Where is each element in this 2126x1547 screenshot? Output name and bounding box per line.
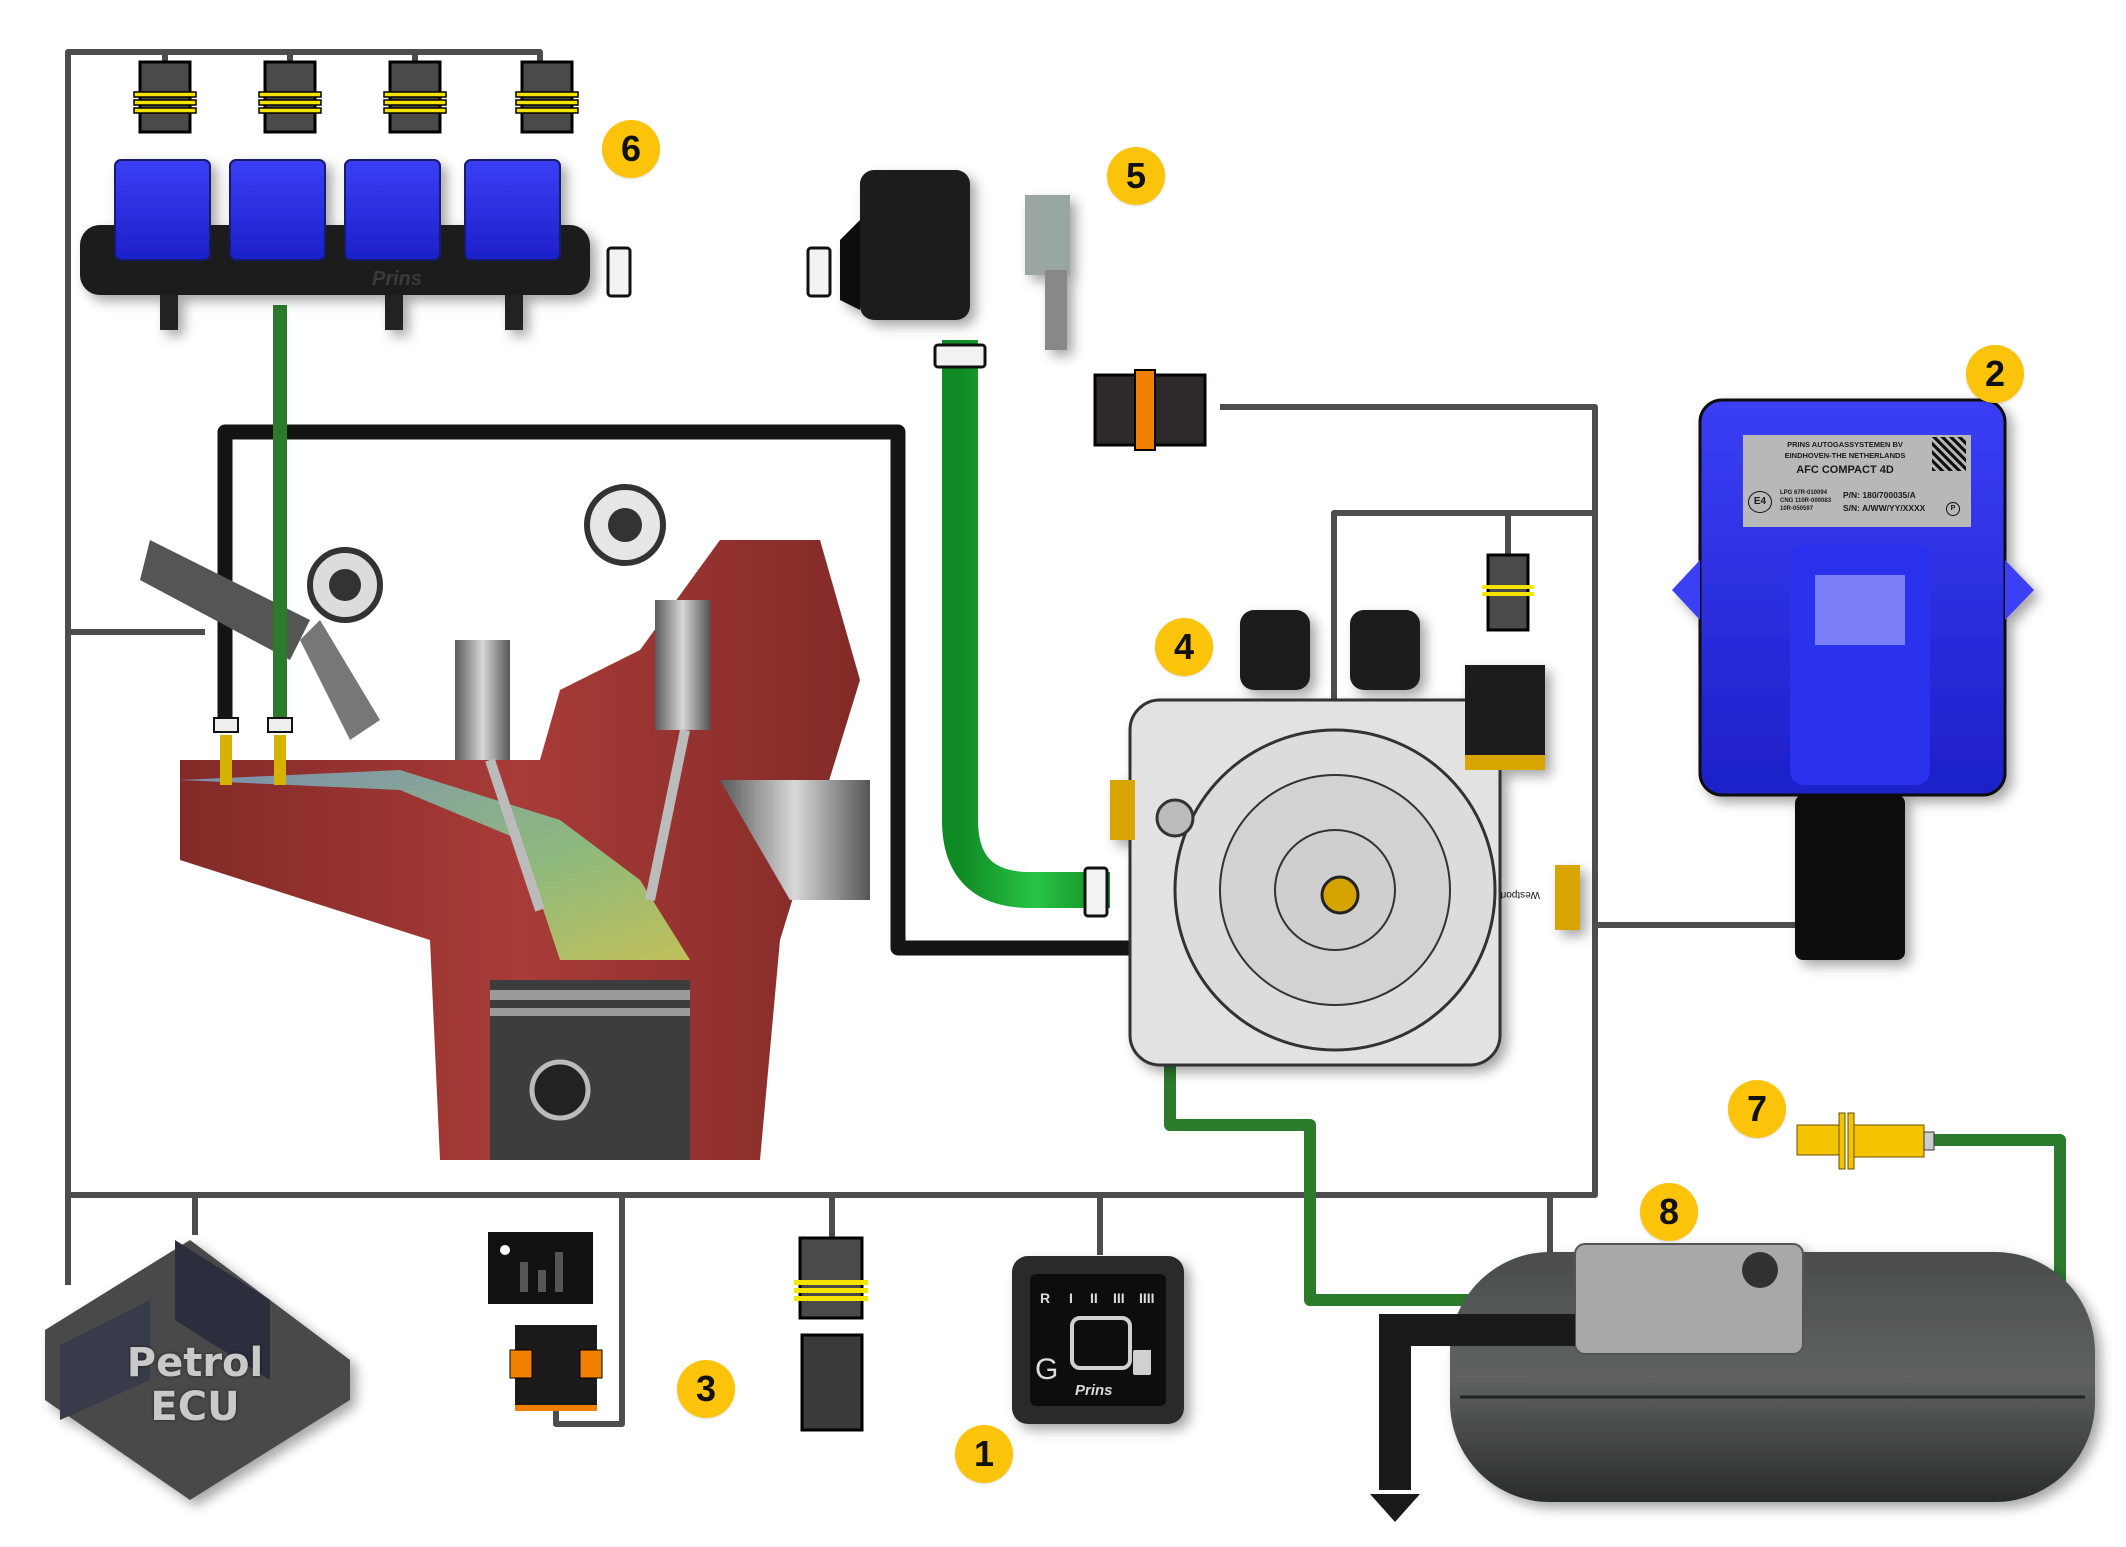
relay [488,1232,593,1304]
nozzle-clamp-2 [267,717,293,733]
gauge-level-r: R [1040,1290,1051,1306]
gauge-fuel-letter: G [1035,1353,1059,1386]
ecu-p-mark: P [1946,502,1960,516]
ecu-model: AFC COMPACT 4D [1796,464,1894,476]
badge-7: 7 [1728,1080,1786,1138]
nozzle-clamp-1 [213,717,239,733]
tank-vent-hose [1379,1314,1575,1490]
wire-injector-drops [162,52,418,62]
vent-arrow-icon [1370,1494,1420,1522]
badge-6: 6 [602,120,660,178]
wire-injectors-top [65,49,543,1195]
badge-5: 5 [1107,147,1165,205]
ecu-part-number: P/N: 180/700035/A [1843,490,1916,500]
ecu-label-location: EINDHOVEN-THE NETHERLANDS [1784,451,1906,460]
gauge-level-4: IIII [1139,1290,1155,1306]
connector-pair [794,1236,868,1432]
ecu-serial-number: S/N: A/WW/YY/XXXX [1843,503,1926,513]
gas-filter [840,170,1070,350]
reducer [1110,610,1580,1067]
fuel-switch-gauge [1012,1256,1184,1424]
fuel-pump-icon [1133,1350,1151,1375]
ecu-label-company: PRINS AUTOGASSYSTEMEN BV [1787,440,1903,449]
ecu-approval-2: CNG 110R-000083 [1780,498,1832,504]
gauge-level-2: II [1090,1290,1098,1306]
gas-nozzle-2 [274,735,286,785]
badge-8: 8 [1640,1183,1698,1241]
ecu-approval-3: 10R-050597 [1780,506,1814,512]
gauge-level-1: I [1069,1290,1073,1306]
filling-point [1796,1112,1935,1170]
petrol-ecu-label-line2: ECU [150,1384,240,1430]
ecu-approval-1: LPG 67R-010094 [1780,490,1828,496]
map-sensor-connector [1093,369,1207,451]
wire-relay [553,1195,625,1427]
lpg-tank [1450,1243,2095,1502]
badge-3: 3 [677,1360,735,1418]
engine-cutaway [140,484,870,1160]
injector-rail-brand: Prins [372,268,423,290]
badge-2: 2 [1966,345,2024,403]
reducer-brand-label: Westport [1500,889,1540,900]
badge-4: 4 [1155,618,1213,676]
gas-nozzle-1 [220,735,232,785]
hose-clamps [606,246,1109,918]
badge-1: 1 [955,1425,1013,1483]
injector-connectors [133,60,579,134]
relay-connector [509,1325,603,1411]
petrol-ecu-label-line1: Petrol [126,1340,264,1386]
petrol-ecu [45,1240,350,1500]
gauge-level-3: III [1113,1290,1125,1306]
ecu-approval-mark: E4 [1748,491,1772,513]
ecu-qr-code-icon [1932,437,1966,471]
temperature-sensor-connector [1482,553,1534,632]
wiring-harness [65,49,1800,1427]
lpg-ecu [1672,398,2034,960]
injector-rail [80,159,590,330]
gauge-brand: Prins [1075,1382,1113,1399]
